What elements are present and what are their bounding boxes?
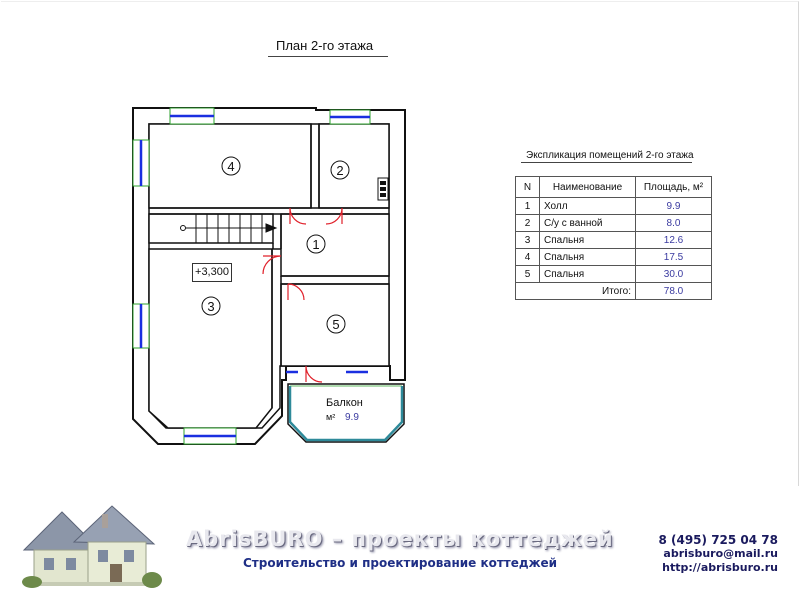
header-name: Наименование	[539, 176, 636, 198]
drawing-frame	[1, 1, 799, 486]
row-area: 8.0	[635, 214, 712, 232]
row-num: 2	[515, 214, 540, 232]
row-num: 5	[515, 265, 540, 283]
table-row: 2 С/у с ванной 8.0	[515, 214, 712, 232]
brand-tagline: Строительство и проектирование коттеджей	[243, 556, 558, 570]
explication-table: N Наименование Площадь, м² 1 Холл 9.9 2 …	[515, 176, 712, 300]
balcony-label: Балкон	[326, 397, 363, 409]
row-num: 1	[515, 197, 540, 215]
windows	[132, 107, 371, 445]
ventilation-icon	[377, 177, 389, 201]
header-area: Площадь, м²	[635, 176, 712, 198]
table-row: 4 Спальня 17.5	[515, 248, 712, 266]
table-row: 1 Холл 9.9	[515, 197, 712, 215]
wall-fills	[149, 124, 389, 408]
door-room-5	[287, 283, 305, 301]
balcony-edge	[288, 386, 404, 442]
row-area: 17.5	[635, 248, 712, 266]
row-name: Холл	[539, 197, 636, 215]
staircase	[180, 214, 278, 243]
room-markers: 4 2 1 3 5	[201, 156, 350, 334]
row-name: С/у с ванной	[539, 214, 636, 232]
brand-name: AbrisBURO – проекты коттеджей	[186, 527, 614, 551]
room-1-outline	[280, 213, 390, 277]
total-label: Итого:	[515, 282, 636, 300]
room-2-label: 2	[336, 163, 343, 178]
balcony	[287, 383, 405, 443]
table-total-row: Итого: 78.0	[515, 282, 712, 300]
balcony-outline	[287, 383, 405, 443]
cottage-illustration	[22, 505, 162, 588]
row-name: Спальня	[539, 248, 636, 266]
room-1-label: 1	[312, 237, 319, 252]
balcony-unit: м²	[326, 412, 336, 422]
balcony-area: 9.9	[345, 412, 359, 423]
row-num: 3	[515, 231, 540, 249]
door-room-2	[325, 207, 343, 225]
door-balcony	[305, 365, 323, 383]
contact-email[interactable]: abrisburo@mail.ru	[663, 547, 778, 560]
door-room-4	[289, 207, 307, 225]
table-row: 3 Спальня 12.6	[515, 231, 712, 249]
room-4-label: 4	[227, 159, 234, 174]
room-outlines	[148, 123, 390, 429]
header-num: N	[515, 176, 540, 198]
level-mark: +3,300	[192, 263, 232, 282]
room-5-label: 5	[332, 317, 339, 332]
row-area: 30.0	[635, 265, 712, 283]
doors	[262, 207, 343, 383]
table-row: 5 Спальня 30.0	[515, 265, 712, 283]
contact-phone: 8 (495) 725 04 78	[658, 533, 778, 547]
door-room-3	[262, 255, 282, 275]
row-name: Спальня	[539, 231, 636, 249]
row-area: 9.9	[635, 197, 712, 215]
floor-plan: 4 2 1 3 5	[132, 107, 406, 445]
contact-website[interactable]: http://abrisburo.ru	[662, 561, 778, 574]
plan-title: План 2-го этажа	[276, 38, 374, 53]
explication-title-underline	[521, 162, 692, 163]
plan-title-underline	[268, 56, 388, 57]
row-num: 4	[515, 248, 540, 266]
row-name: Спальня	[539, 265, 636, 283]
room-3-label: 3	[207, 299, 214, 314]
explication-title: Экспликация помещений 2-го этажа	[526, 150, 694, 161]
total-value: 78.0	[635, 282, 712, 300]
row-area: 12.6	[635, 231, 712, 249]
table-header-row: N Наименование Площадь, м²	[515, 176, 712, 198]
